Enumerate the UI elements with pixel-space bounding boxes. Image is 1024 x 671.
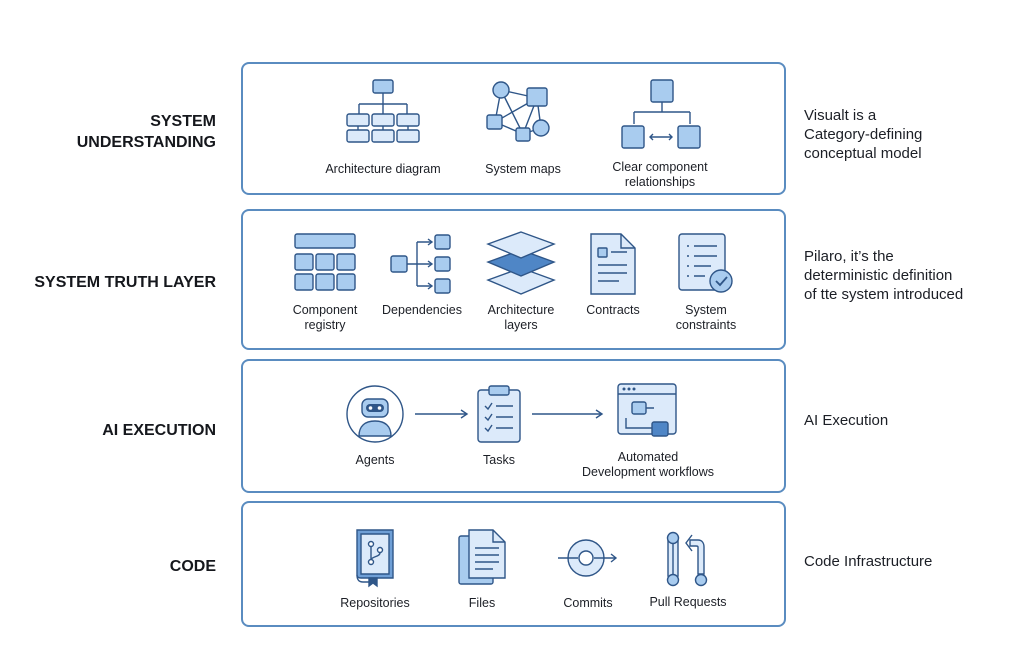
layer-description-ai-execution: AI Execution	[804, 412, 889, 429]
item-architecture-layers: Architecture layers	[475, 230, 567, 333]
item-tasks: Tasks	[461, 384, 537, 468]
item-label: Dependencies	[382, 303, 462, 317]
component-relationship-icon	[621, 79, 701, 149]
item-pull-requests: Pull Requests	[640, 530, 736, 610]
item-label: Tasks	[483, 453, 515, 467]
architecture-diagram-icon	[346, 79, 420, 143]
item-label: Commits	[563, 596, 613, 610]
item-architecture-diagram: Architecture diagram	[306, 78, 460, 177]
layer-box-code	[241, 501, 786, 627]
item-label: Pull Requests	[649, 595, 727, 609]
item-automated-workflows: Automated Development workflows	[568, 382, 728, 480]
arrow-tasks-to-workflows	[532, 409, 604, 419]
item-commits: Commits	[548, 536, 628, 611]
item-label: Automated Development workflows	[582, 450, 714, 479]
layer-label-system-truth-layer: SYSTEM TRUTH LAYER	[34, 273, 216, 291]
component-registry-icon	[294, 233, 356, 291]
layer-label-code: CODE	[169, 557, 216, 575]
commit-icon	[558, 539, 618, 577]
item-files: Files	[445, 528, 519, 611]
item-label: System constraints	[675, 303, 737, 332]
item-label: System maps	[485, 162, 561, 176]
layer-label-ai-execution: AI EXECUTION	[102, 421, 216, 439]
task-clipboard-icon	[477, 385, 521, 443]
contract-document-icon	[590, 233, 636, 295]
item-contracts: Contracts	[572, 232, 654, 318]
item-dependencies: Dependencies	[372, 232, 472, 318]
item-label: Files	[468, 596, 496, 610]
pull-request-icon	[666, 531, 708, 587]
item-system-maps: System maps	[468, 78, 578, 177]
layers-icon	[486, 231, 556, 295]
system-map-icon	[486, 81, 550, 142]
item-system-constraints: System constraints	[660, 232, 752, 333]
dependencies-icon	[390, 234, 451, 294]
item-component-registry: Component registry	[280, 232, 370, 333]
item-label: Repositories	[340, 596, 410, 610]
constraints-checklist-icon	[678, 233, 733, 293]
repository-book-icon	[356, 529, 394, 588]
files-icon	[458, 529, 506, 585]
item-label: Component registry	[292, 303, 358, 332]
item-label: Contracts	[586, 303, 640, 317]
item-label: Clear component relationships	[612, 160, 708, 189]
robot-agent-icon	[346, 385, 404, 443]
item-component-relationships: Clear component relationships	[590, 78, 730, 190]
layer-description-system-understanding: Visualt is a Category-defining conceptua…	[804, 107, 923, 162]
layer-description-code: Code Infrastructure	[804, 553, 933, 570]
workflow-window-icon	[617, 383, 677, 437]
item-label: Architecture layers	[487, 303, 555, 332]
layer-description-system-truth-layer: Pilaro, it’s the deterministic definitio…	[804, 248, 964, 303]
item-repositories: Repositories	[330, 528, 420, 611]
item-label: Architecture diagram	[325, 162, 441, 176]
arrow-agents-to-tasks	[415, 409, 469, 419]
layer-label-system-understanding: SYSTEM UNDERSTANDING	[76, 113, 216, 151]
item-label: Agents	[355, 453, 395, 467]
item-agents: Agents	[335, 384, 415, 468]
